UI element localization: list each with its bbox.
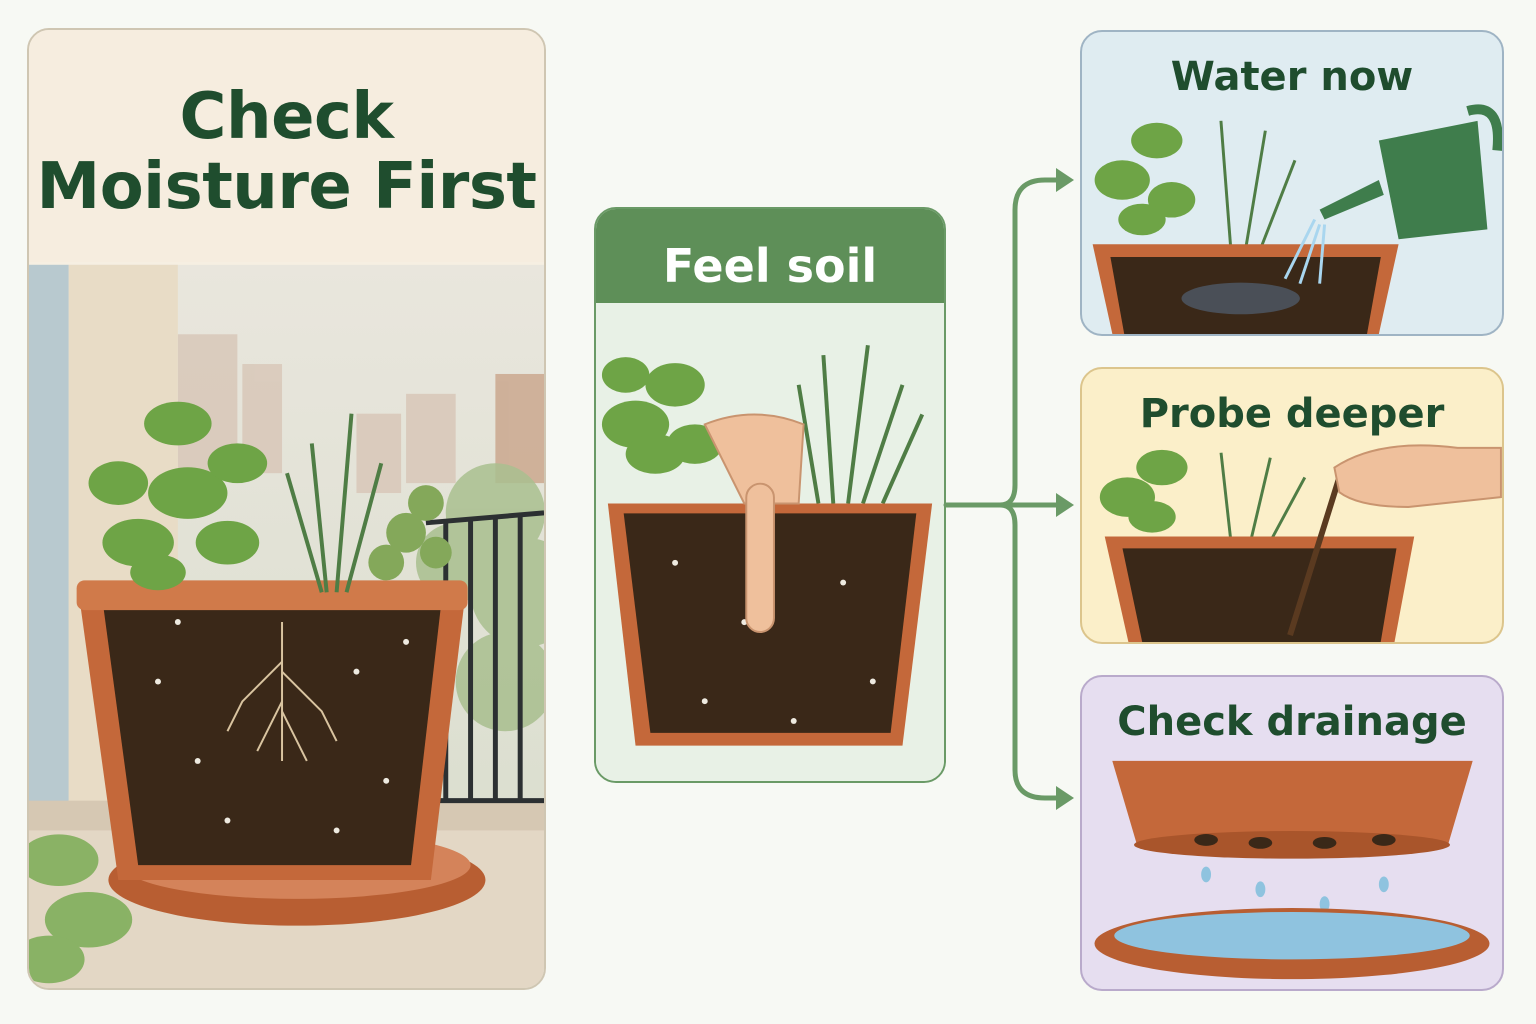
city-buildings <box>177 334 544 494</box>
rosemary-plant <box>1219 452 1307 543</box>
hero-title-line-2: Moisture First <box>36 150 538 225</box>
finger-in-soil-illustration <box>596 305 944 781</box>
check-drainage-card: Check drainage <box>1080 675 1504 991</box>
thyme-plant <box>368 485 452 581</box>
soil-cross-section <box>103 607 441 866</box>
feel-soil-title: Feel soil <box>662 239 878 293</box>
perlite <box>155 619 410 834</box>
probe-stick-illustration <box>1099 444 1502 642</box>
watering-can-icon <box>1319 104 1502 240</box>
basil-plant <box>88 401 268 591</box>
watering-can-illustration <box>1092 104 1502 334</box>
basil-plant <box>601 357 723 474</box>
saucer-water <box>1114 911 1470 960</box>
water-now-card: Water now <box>1080 30 1504 336</box>
arrow-to-water-now <box>1056 168 1074 192</box>
hand-finger-probing <box>703 413 805 633</box>
arrow-to-probe-deeper <box>1056 493 1074 517</box>
rosemary-plant <box>796 345 925 505</box>
rosemary-plant <box>1219 120 1297 250</box>
check-drainage-title: Check drainage <box>1117 699 1467 745</box>
basil-plant <box>1099 449 1188 533</box>
wet-soil-spot <box>1181 282 1300 315</box>
arrow-to-check-drainage <box>1056 786 1074 810</box>
branch-arrows <box>943 168 1074 810</box>
foreground-leaves <box>29 834 133 984</box>
feel-soil-card: Feel soil <box>594 207 946 783</box>
hero-panel: Check Moisture First <box>27 28 546 990</box>
roots <box>226 622 338 762</box>
feel-soil-header: Feel soil <box>596 209 944 303</box>
balcony-herb-pot-illustration <box>29 264 544 988</box>
hand-holding-probe <box>1333 444 1502 508</box>
basil-plant <box>1094 122 1196 236</box>
drainage-holes-illustration <box>1094 760 1490 980</box>
hero-title-line-1: Check <box>179 80 394 154</box>
rosemary-plant <box>285 413 384 593</box>
window <box>29 264 69 881</box>
hero-header: Check Moisture First <box>29 30 544 262</box>
probe-deeper-title: Probe deeper <box>1139 391 1445 437</box>
water-now-title: Water now <box>1170 54 1414 100</box>
probe-deeper-card: Probe deeper <box>1080 367 1504 644</box>
drainage-holes <box>1194 833 1396 849</box>
soil <box>1122 548 1397 642</box>
probe-stick <box>1287 476 1343 636</box>
water-stream <box>1283 218 1327 285</box>
water-drops <box>1201 866 1389 912</box>
hero-title: Check Moisture First <box>29 82 544 223</box>
pot-bottom <box>1112 760 1473 845</box>
